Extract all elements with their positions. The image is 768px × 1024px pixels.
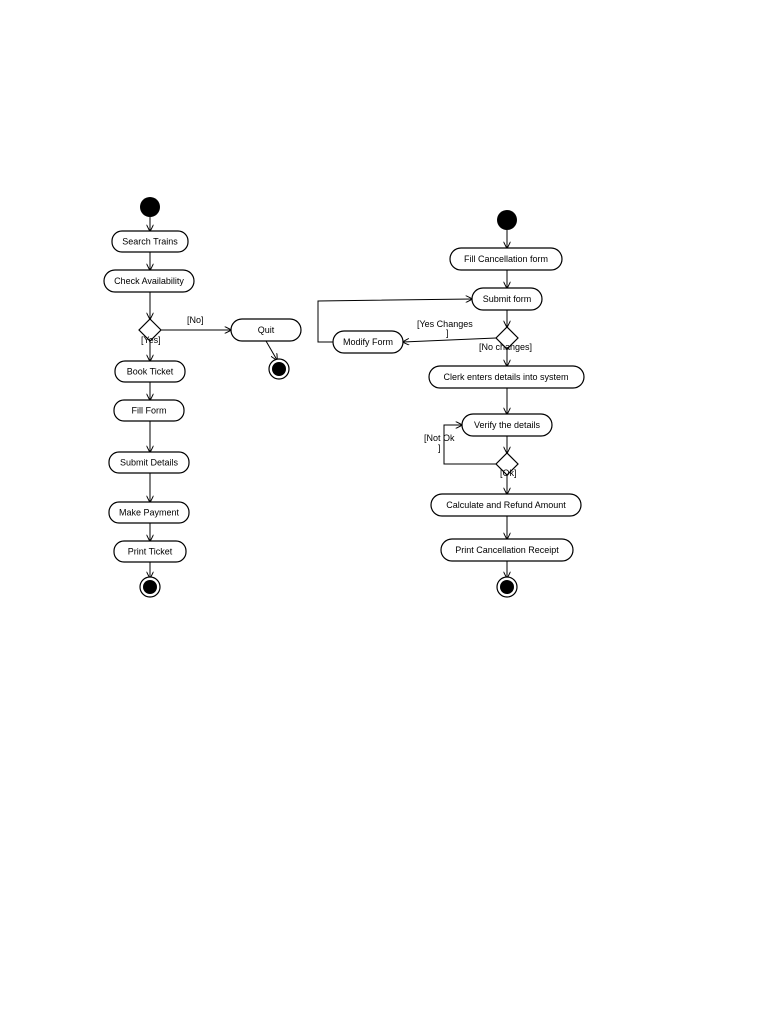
fill-cancellation-form-activity: Fill Cancellation form xyxy=(449,247,563,271)
modify-form-activity: Modify Form xyxy=(332,330,404,354)
book-ticket-activity: Book Ticket xyxy=(114,360,186,383)
guard-yes-changes: [Yes Changes xyxy=(417,319,473,329)
modify-form-label: Modify Form xyxy=(343,337,393,347)
search-trains-activity: Search Trains xyxy=(111,230,189,253)
print-receipt-activity: Print Cancellation Receipt xyxy=(440,538,574,562)
submit-form-activity: Submit form xyxy=(471,287,543,311)
guard-not-ok: [Not Ok xyxy=(424,433,455,443)
right-flow: Fill Cancellation form Submit form [Yes … xyxy=(317,210,585,598)
book-ticket-label: Book Ticket xyxy=(127,367,174,377)
print-receipt-label: Print Cancellation Receipt xyxy=(455,545,559,555)
right-edge-decision-modify xyxy=(403,337,497,342)
left-start-node xyxy=(140,197,160,217)
guard-yes-changes-close: ] xyxy=(446,328,449,338)
print-ticket-label: Print Ticket xyxy=(128,547,173,557)
right-edge-modify-submit xyxy=(317,299,472,343)
quit-activity: Quit xyxy=(230,318,302,342)
verify-details-label: Verify the details xyxy=(474,420,541,430)
guard-not-ok-close: ] xyxy=(438,443,441,453)
clerk-enters-activity: Clerk enters details into system xyxy=(428,365,585,389)
make-payment-activity: Make Payment xyxy=(108,501,190,524)
right-end-node xyxy=(496,576,518,598)
guard-ok: [Ok] xyxy=(500,468,517,478)
guard-no-changes: [No changes] xyxy=(479,342,532,352)
search-trains-label: Search Trains xyxy=(122,237,178,247)
make-payment-label: Make Payment xyxy=(119,508,180,518)
calculate-refund-activity: Calculate and Refund Amount xyxy=(430,493,582,517)
check-availability-label: Check Availability xyxy=(114,276,184,286)
verify-details-activity: Verify the details xyxy=(461,413,553,437)
left-flow: Search Trains Check Availability [No] [Y… xyxy=(103,197,302,598)
submit-form-label: Submit form xyxy=(483,294,532,304)
fill-form-label: Fill Form xyxy=(132,406,167,416)
fill-form-activity: Fill Form xyxy=(113,399,185,422)
left-end-node xyxy=(139,576,161,598)
right-edge-notok-verify xyxy=(443,425,496,465)
right-start-node xyxy=(497,210,517,230)
guard-no: [No] xyxy=(187,315,204,325)
left-edge-quit-end xyxy=(265,340,277,360)
quit-label: Quit xyxy=(258,325,275,335)
submit-details-label: Submit Details xyxy=(120,458,179,468)
print-ticket-activity: Print Ticket xyxy=(113,540,187,563)
submit-details-activity: Submit Details xyxy=(108,451,190,474)
fill-cancellation-form-label: Fill Cancellation form xyxy=(464,254,548,264)
clerk-enters-label: Clerk enters details into system xyxy=(443,372,568,382)
quit-end-node xyxy=(268,358,290,380)
guard-yes: [Yes] xyxy=(141,335,161,345)
check-availability-activity: Check Availability xyxy=(103,269,195,293)
calculate-refund-label: Calculate and Refund Amount xyxy=(446,500,566,510)
